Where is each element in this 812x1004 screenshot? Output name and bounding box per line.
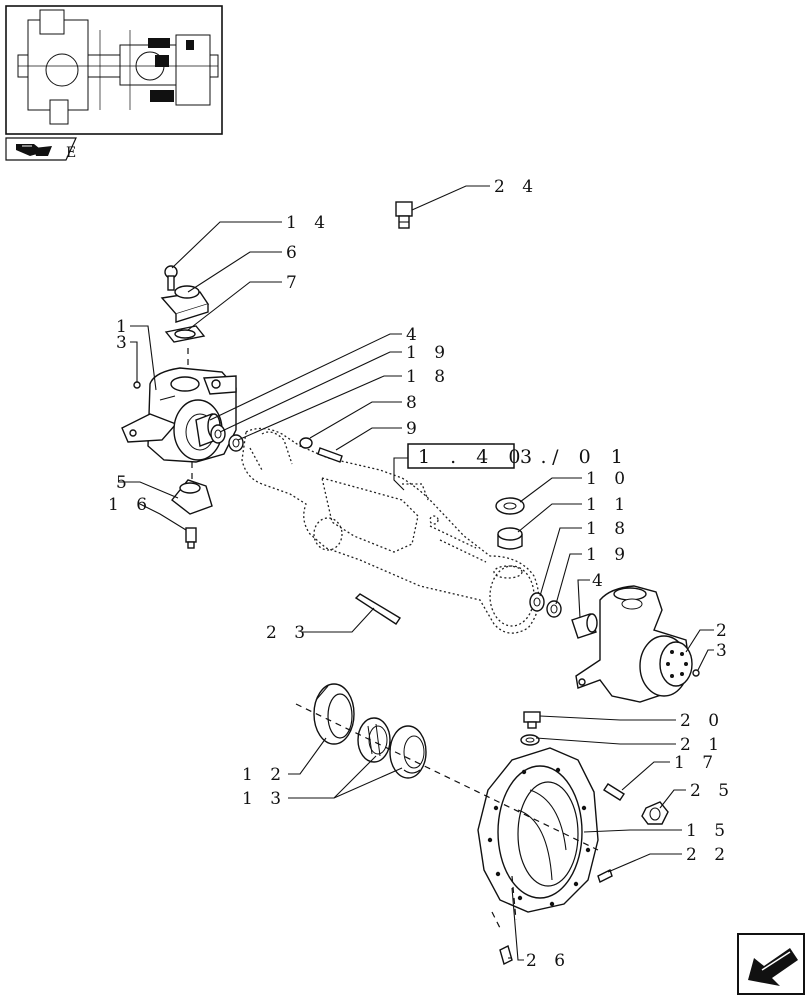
callout-labels: 2 4 1 4 6 7 1 3 4 1 9 1 8 8 9 1 0 1 1 1 … bbox=[108, 177, 735, 971]
part-12-seal-ring bbox=[313, 683, 355, 745]
part-14-screw bbox=[164, 265, 178, 291]
callout-3-left: 3 bbox=[116, 333, 133, 353]
part-19-ring-right bbox=[546, 600, 562, 618]
callout-14: 1 4 bbox=[286, 213, 331, 233]
part-6-cover bbox=[160, 285, 210, 323]
callout-23: 2 3 bbox=[266, 623, 311, 643]
reference-box[interactable]: 1 . 4 0 . 3 / 0 1 bbox=[393, 443, 630, 491]
part-23-stud bbox=[354, 593, 401, 625]
part-18-seal-left bbox=[228, 434, 244, 452]
callout-4-right: 4 bbox=[592, 571, 609, 591]
part-22-pin bbox=[597, 869, 613, 883]
callout-19-left: 1 9 bbox=[406, 343, 451, 363]
callout-15: 1 5 bbox=[686, 821, 731, 841]
callout-21: 2 1 bbox=[680, 735, 725, 755]
callout-13: 1 3 bbox=[242, 789, 287, 809]
callout-8: 8 bbox=[406, 393, 423, 413]
reference-suffix: 3 / 0 1 bbox=[520, 446, 630, 468]
part-13-bearing-outer bbox=[389, 725, 427, 779]
callout-4-left: 4 bbox=[406, 325, 423, 345]
part-19-ring-left bbox=[210, 424, 226, 444]
callout-20: 2 0 bbox=[680, 711, 725, 731]
part-15-wheel-hub bbox=[477, 747, 599, 913]
callout-12: 1 2 bbox=[242, 765, 287, 785]
navigation-button[interactable] bbox=[737, 933, 805, 995]
callout-19-right: 1 9 bbox=[586, 545, 631, 565]
arrow-icon bbox=[748, 948, 798, 986]
part-24-plug bbox=[395, 201, 413, 229]
axle-assembly-thumbnail[interactable] bbox=[5, 5, 223, 135]
callout-24: 2 4 bbox=[494, 177, 539, 197]
part-13-bearing-inner bbox=[357, 717, 391, 763]
part-20-bolt bbox=[523, 711, 541, 729]
callout-9: 9 bbox=[406, 419, 423, 439]
callout-16: 1 6 bbox=[108, 495, 153, 515]
tab-letter: E bbox=[66, 145, 76, 161]
part-26-pin bbox=[499, 944, 513, 966]
callout-18-right: 1 8 bbox=[586, 519, 631, 539]
part-7-shim bbox=[164, 325, 206, 343]
leader-lines bbox=[118, 185, 714, 961]
part-25-nut bbox=[641, 801, 669, 825]
callout-11: 1 1 bbox=[586, 495, 631, 515]
part-3-nipple-right bbox=[692, 669, 700, 677]
callout-26: 2 6 bbox=[526, 951, 571, 971]
part-11-bushing-right bbox=[497, 527, 523, 550]
thumbnail-tab[interactable]: E bbox=[5, 137, 77, 161]
callout-7: 7 bbox=[286, 273, 303, 293]
part-4-bushing-right bbox=[571, 613, 598, 639]
part-8-nut bbox=[299, 437, 313, 449]
callout-5: 5 bbox=[116, 473, 133, 493]
callout-1: 1 bbox=[116, 317, 133, 337]
callout-17: 1 7 bbox=[674, 753, 719, 773]
callout-10: 1 0 bbox=[586, 469, 631, 489]
part-17-stud bbox=[603, 783, 625, 801]
callout-18-left: 1 8 bbox=[406, 367, 451, 387]
part-16-nipple bbox=[185, 527, 197, 549]
callout-6: 6 bbox=[286, 243, 303, 263]
reference-code: 1 . 4 0 . bbox=[418, 446, 554, 468]
callout-25: 2 5 bbox=[690, 781, 735, 801]
part-2-steering-knuckle-right bbox=[575, 585, 693, 703]
callout-3-right: 3 bbox=[716, 641, 733, 661]
part-9-stud bbox=[317, 447, 343, 463]
part-18-seal-right bbox=[529, 592, 545, 612]
callout-22: 2 2 bbox=[686, 845, 731, 865]
part-5-lower-cover bbox=[171, 479, 213, 515]
callout-2: 2 bbox=[716, 621, 733, 641]
part-10-shim-right bbox=[495, 497, 525, 515]
book-icon bbox=[16, 144, 52, 156]
part-3-nipple-left bbox=[133, 381, 141, 389]
part-21-washer bbox=[520, 734, 540, 746]
